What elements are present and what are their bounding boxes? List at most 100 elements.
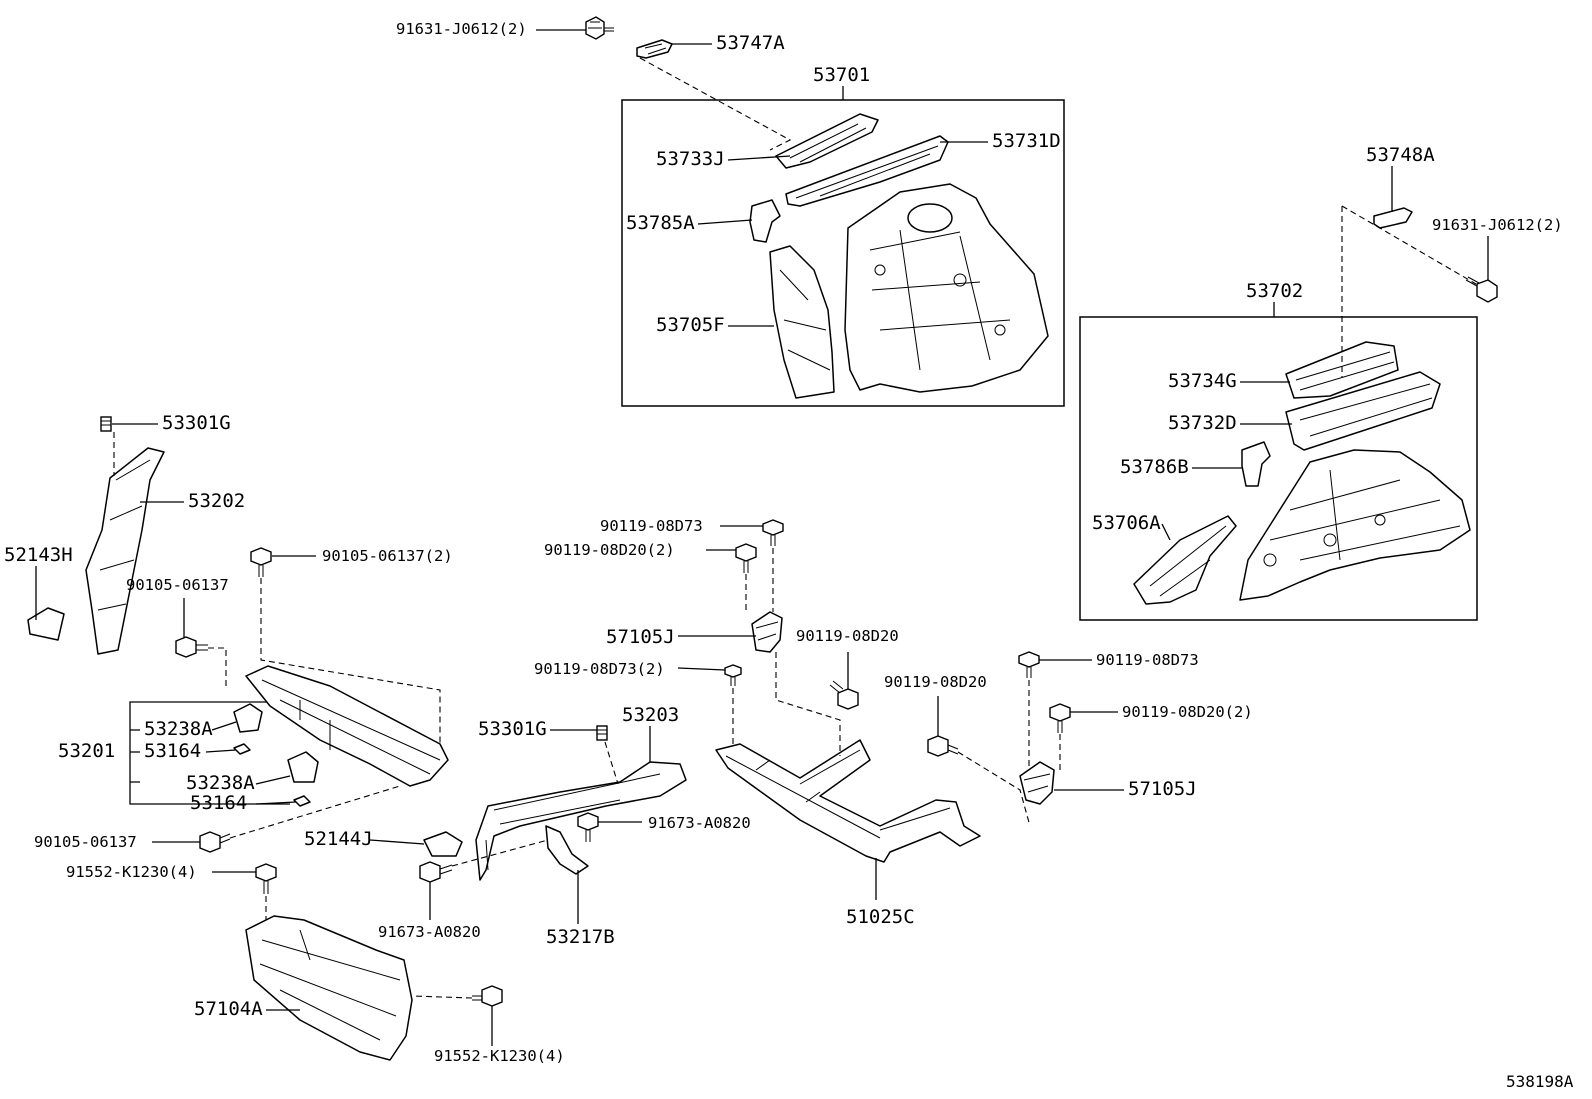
apron-assembly-53701 xyxy=(844,183,1049,393)
reinforcement-53705f xyxy=(769,245,835,399)
clip-53164-upper xyxy=(233,743,251,755)
part-label-90119-08d20-2-right: 90119-08D20(2) xyxy=(1122,703,1253,721)
part-label-91552-k1230-upper: 91552-K1230(4) xyxy=(66,863,197,881)
bracket-53238a-lower xyxy=(287,751,319,783)
part-label-53301g-center: 53301G xyxy=(478,718,547,740)
part-label-53747a: 53747A xyxy=(716,32,785,54)
bracket-53785a xyxy=(749,199,781,243)
part-label-91552-k1230-lower: 91552-K1230(4) xyxy=(434,1047,565,1065)
bracket-57105j-right xyxy=(1019,761,1055,805)
panel-53732d xyxy=(1285,371,1441,451)
bolt-icon-90119-08d73-right xyxy=(1018,651,1040,678)
bolt-icon-90105-06137-upper xyxy=(175,636,208,658)
panel-53731d xyxy=(785,135,949,207)
part-label-91673-a0820-lower: 91673-A0820 xyxy=(378,923,481,941)
bolt-icon-53301g-center xyxy=(596,725,608,741)
part-label-91631-j0612-top: 91631-J0612(2) xyxy=(396,20,527,38)
leader-line xyxy=(255,801,297,805)
crossmember-51025c xyxy=(715,739,981,863)
part-label-57105j-right: 57105J xyxy=(1128,778,1197,800)
leader-line xyxy=(255,775,291,785)
alignment-line xyxy=(208,647,227,690)
leader-line xyxy=(727,155,791,161)
bracket-53217b xyxy=(545,825,589,875)
alignment-line xyxy=(775,652,841,756)
bracket-57105j-center xyxy=(751,611,783,653)
bolt-icon-91631-right xyxy=(1465,276,1498,303)
part-label-53202: 53202 xyxy=(188,490,246,512)
part-label-53238a-lower: 53238A xyxy=(186,772,255,794)
part-label-53164-lower: 53164 xyxy=(190,792,248,814)
part-label-53238a-upper: 53238A xyxy=(144,718,213,740)
leader-line xyxy=(1161,523,1171,541)
bolt-icon-90105-06137-2 xyxy=(250,547,272,577)
part-label-53217b: 53217B xyxy=(546,926,615,948)
part-label-53748a: 53748A xyxy=(1366,144,1435,166)
part-label-90119-08d20-center: 90119-08D20 xyxy=(796,627,899,645)
part-label-53786b: 53786B xyxy=(1120,456,1189,478)
bolt-icon-91552-lower xyxy=(472,985,503,1007)
leader-line xyxy=(697,219,753,225)
alignment-line xyxy=(260,578,441,744)
part-label-52143h: 52143H xyxy=(4,544,73,566)
part-label-90119-08d73-2: 90119-08D73(2) xyxy=(534,660,665,678)
part-label-53732d: 53732D xyxy=(1168,412,1237,434)
part-label-53785a: 53785A xyxy=(626,212,695,234)
part-label-90105-06137-lower: 90105-06137 xyxy=(34,833,137,851)
bolt-icon-90105-06137-lower xyxy=(199,831,231,853)
alignment-line xyxy=(745,548,774,612)
panel-53733j xyxy=(775,113,879,169)
part-label-90119-08d20-2-center: 90119-08D20(2) xyxy=(544,541,675,559)
part-label-53701: 53701 xyxy=(813,64,871,86)
part-label-51025c: 51025C xyxy=(846,906,915,928)
part-label-90105-06137-upper: 90105-06137 xyxy=(126,576,229,594)
part-label-53731d: 53731D xyxy=(992,130,1061,152)
bracket-52143h xyxy=(27,607,65,641)
alignment-line xyxy=(604,741,619,785)
apron-assembly-53702 xyxy=(1239,449,1471,601)
part-label-53301g-left: 53301G xyxy=(162,412,231,434)
part-label-53201: 53201 xyxy=(58,740,116,762)
diagram-reference-code: 538198A xyxy=(1506,1072,1574,1091)
bracket-52144j xyxy=(423,831,463,857)
bolt-icon-90119-08d20-right xyxy=(927,735,959,757)
bolt-icon-91673-right xyxy=(577,812,599,842)
part-label-90105-06137-2: 90105-06137(2) xyxy=(322,547,453,565)
part-label-53164-upper: 53164 xyxy=(144,740,202,762)
assembly-bracket-53201 xyxy=(129,701,290,805)
lower-support-57104a xyxy=(245,915,413,1061)
leader-line xyxy=(205,749,237,753)
alignment-line xyxy=(451,839,549,867)
bracket-53748a xyxy=(1373,207,1413,229)
alignment-line xyxy=(411,995,473,999)
part-label-91673-a0820-right: 91673-A0820 xyxy=(648,814,751,832)
alignment-line xyxy=(639,57,792,151)
bracket-53747a xyxy=(636,39,673,59)
support-53203 xyxy=(475,761,687,881)
part-label-53706a: 53706A xyxy=(1092,512,1161,534)
part-label-52144j: 52144J xyxy=(304,828,373,850)
leader-line xyxy=(369,839,425,845)
part-label-53734g: 53734G xyxy=(1168,370,1237,392)
bolt-icon-90119-08d73-2 xyxy=(724,664,742,686)
bolt-icon-91631-top xyxy=(585,16,614,40)
part-label-90119-08d20-right: 90119-08D20 xyxy=(884,673,987,691)
bolt-icon-53301g-left xyxy=(100,416,112,432)
upper-member-53202 xyxy=(85,447,165,655)
part-label-53203: 53203 xyxy=(622,704,680,726)
leader-line xyxy=(211,721,237,731)
part-label-91631-j0612-right: 91631-J0612(2) xyxy=(1432,216,1563,234)
bolt-icon-90119-08d73-center xyxy=(762,519,784,546)
leader-line xyxy=(677,667,726,671)
part-label-53733j: 53733J xyxy=(656,148,725,170)
bracket-53786b xyxy=(1241,441,1271,487)
part-label-90119-08d73-right: 90119-08D73 xyxy=(1096,651,1199,669)
support-53201 xyxy=(245,665,449,787)
alignment-line xyxy=(1341,205,1477,378)
bolt-icon-91673-lower xyxy=(419,861,453,883)
alignment-line xyxy=(957,751,1031,827)
part-label-53705f: 53705F xyxy=(656,314,725,336)
bolt-icon-90119-08d20-2-right xyxy=(1049,703,1071,733)
alignment-line xyxy=(1028,680,1061,770)
